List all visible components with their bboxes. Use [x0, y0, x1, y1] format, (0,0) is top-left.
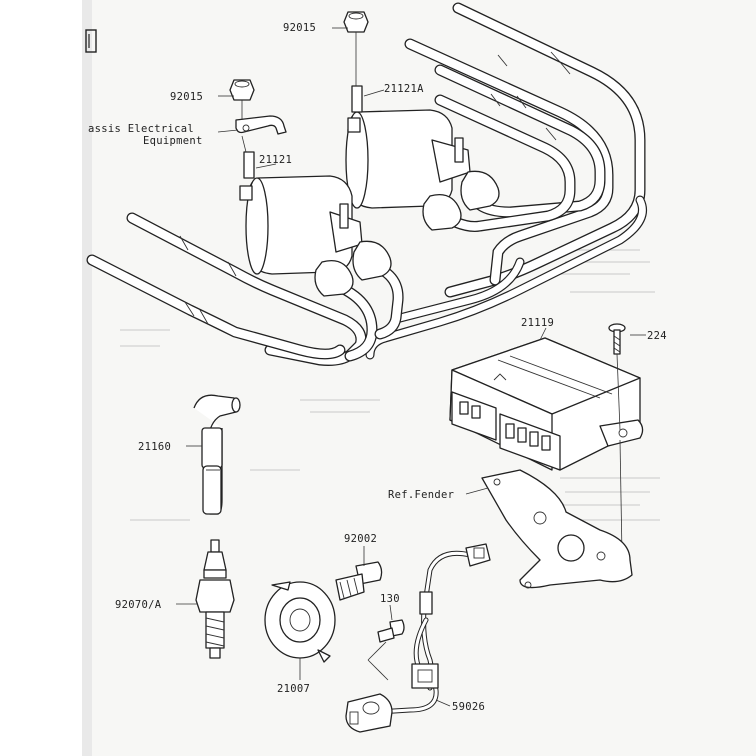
bolt-92002 [335, 561, 383, 601]
label-screw-small: 130 [380, 593, 400, 605]
label-ecu: 21119 [521, 317, 554, 329]
ecu-unit-21119 [449, 337, 644, 471]
label-nut-top: 92015 [283, 22, 316, 34]
nut-92015-left [229, 79, 255, 153]
screw-224 [608, 323, 626, 556]
page-corner-mark [85, 29, 97, 53]
label-coil: 21121 [259, 154, 292, 166]
coil-bracket [235, 115, 287, 135]
timing-rotor-21007 [264, 581, 336, 663]
callout-labels: 92015 21121A 92015 assis Electrical Equi… [88, 22, 667, 713]
spark-plug-92070a [195, 539, 235, 659]
label-chassis-line1: assis Electrical [88, 123, 194, 135]
leader-lines [176, 27, 646, 707]
pickup-coil-harness-59026 [345, 543, 491, 733]
fender-bracket [481, 469, 633, 589]
bleed-through-texture [120, 249, 660, 521]
ignition-coil-21121 [239, 151, 392, 297]
label-screw-ecu: 224 [647, 330, 667, 342]
coil-a-terminal [351, 85, 363, 113]
ignition-cables-front [86, 212, 404, 366]
label-nut-left: 92015 [170, 91, 203, 103]
ignition-coil-21121a [345, 85, 500, 231]
label-coil-a: 21121A [384, 83, 424, 95]
screw-130 [367, 619, 405, 681]
label-plug-cap: 21160 [138, 441, 171, 453]
plug-cap-21160 [193, 394, 241, 515]
label-chassis-line2: Equipment [143, 135, 203, 147]
label-ref-fender: Ref.Fender [388, 489, 454, 501]
coil-terminal [243, 151, 255, 179]
label-rotor: 21007 [277, 683, 310, 695]
nut-92015-top [343, 11, 369, 86]
label-spark-plug: 92070/A [115, 599, 162, 611]
scan-edge-shadow [82, 0, 92, 756]
label-bolt: 92002 [344, 533, 377, 545]
label-harness: 59026 [452, 701, 485, 713]
